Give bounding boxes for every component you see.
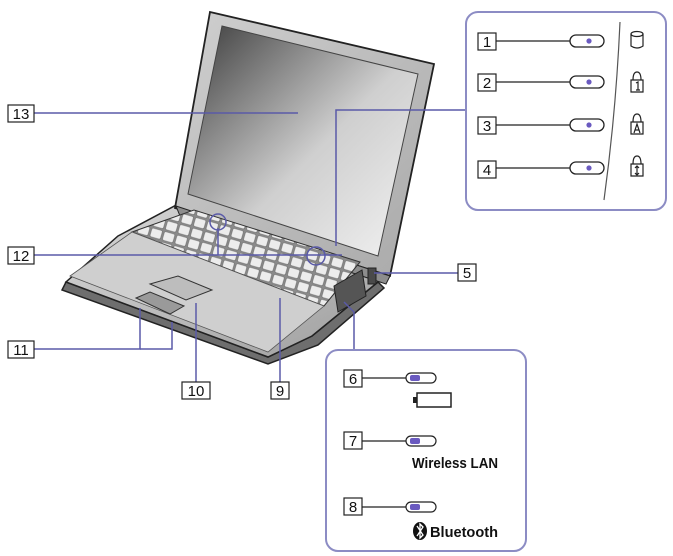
callout-10-text: 10 [188, 383, 205, 400]
wireless-lan-label: Wireless LAN [412, 456, 498, 472]
leader-11-branch [140, 322, 173, 350]
indicator-panel-divider [603, 21, 621, 201]
callout-9-text: 9 [276, 383, 284, 400]
laptop-screen [187, 25, 419, 257]
touchpad-buttons [134, 291, 186, 315]
num-lock-icon [630, 71, 644, 93]
indicator-3-text: 3 [483, 118, 491, 135]
speaker-left-marker [209, 213, 227, 231]
bluetooth-icon [413, 522, 427, 540]
leader-indicators [335, 109, 466, 246]
callout-13: 13 [7, 104, 35, 123]
indicator-panel: 1 2 3 [465, 11, 667, 211]
switch-panel-frame [325, 349, 527, 552]
leader-11 [34, 308, 141, 350]
leader-lines [34, 109, 466, 382]
switch-panel: 6 7 Wireless LAN 8 [325, 349, 527, 552]
callout-13-text: 13 [13, 106, 30, 123]
laptop-side-switch [367, 267, 377, 285]
speaker-right-marker [306, 246, 326, 266]
callout-12: 12 [7, 246, 35, 265]
indicator-1-text: 1 [483, 34, 491, 51]
scroll-lock-icon [630, 155, 644, 177]
switch-row-6: 6 [343, 369, 452, 408]
callout-12-text: 12 [13, 248, 30, 265]
indicator-row-4: 4 [477, 155, 644, 179]
indicator-row-3: 3 [477, 113, 644, 135]
indicator-4-text: 4 [483, 162, 491, 179]
leader-lower-panel [343, 301, 355, 350]
indicator-row-1: 1 [477, 30, 644, 51]
indicator-row-2: 2 [477, 71, 644, 93]
hard-disk-icon [630, 30, 644, 49]
laptop-side-ports [333, 269, 367, 313]
callout-5-text: 5 [463, 265, 471, 282]
battery-icon [413, 392, 452, 408]
indicator-2-text: 2 [483, 75, 491, 92]
switch-7-text: 7 [349, 433, 357, 450]
callout-9: 9 [270, 381, 290, 400]
switch-8-text: 8 [349, 499, 357, 516]
callout-11: 11 [7, 340, 35, 359]
bluetooth-label: Bluetooth [430, 525, 498, 541]
callout-5: 5 [457, 263, 477, 282]
indicator-panel-frame [465, 11, 667, 211]
laptop-touchpad [148, 275, 214, 301]
switch-row-7: 7 Wireless LAN [343, 431, 498, 472]
callout-11-text: 11 [13, 342, 29, 359]
caps-lock-icon [630, 113, 644, 135]
switch-6-text: 6 [349, 371, 357, 388]
laptop-illustration [60, 10, 436, 365]
callout-10: 10 [181, 381, 211, 400]
switch-row-8: 8 Bluetooth [343, 497, 498, 541]
